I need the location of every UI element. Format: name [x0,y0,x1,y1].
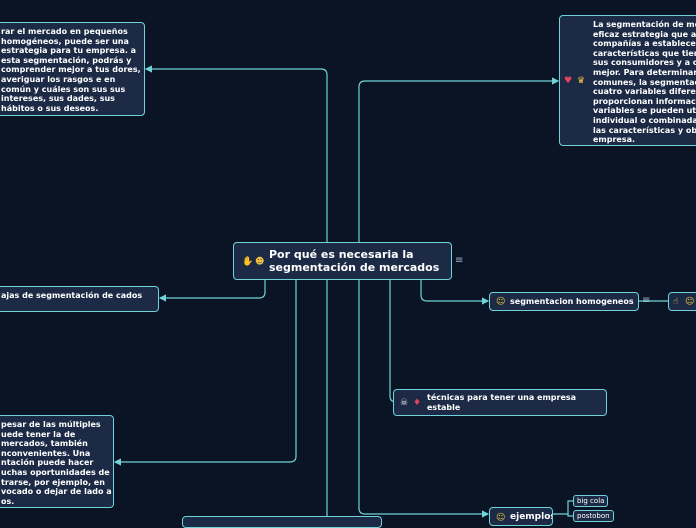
laughing-icon: ☺ [496,513,506,523]
node-tecnicas-text: técnicas para tener una empresa estable [427,393,577,412]
node-ejemplos[interactable]: ☺ ejemplos [489,507,553,526]
node-segmentacion-estrategia[interactable]: ♥ ♛ La segmentación de me eficaz estrate… [559,15,696,146]
node-definicion-text: rar el mercado en pequeños homogéneos, p… [1,27,141,113]
node-ventajas[interactable]: ajas de segmentación de cados [0,286,159,312]
link-top-left [144,65,328,243]
trophy-icon: ♛ [577,76,586,86]
node-segmentacion-homogeneos-text: segmentacion homogeneos [510,297,634,306]
person-icon: ☻ [255,257,265,267]
node-segmentacion-estrategia-text: La segmentación de me eficaz estrategia … [593,20,696,145]
grin-icon: ☺ [685,297,695,307]
menu-icon[interactable]: ≡ [455,255,464,266]
link-desventajas [113,280,297,466]
link-tag-postobon [567,514,573,517]
link-top-right [358,77,560,243]
node-bottom[interactable] [182,516,382,528]
node-segmentacion-child[interactable]: ☝ ☺ [668,292,696,311]
node-desventajas-text: pesar de las múltiples uede tener la de … [1,420,112,506]
central-title: Por qué es necesaria la segmentación de … [269,248,440,274]
tag-big-cola[interactable]: big cola [573,495,609,507]
node-menu-icon[interactable]: ≡ [642,295,651,306]
link-ejemplos [358,280,490,518]
link-tecnicas [389,280,397,403]
link-ventajas [158,280,266,302]
heart-icon: ♥ [564,76,573,86]
node-segmentacion-homogeneos[interactable]: ☺ segmentacion homogeneos [489,292,639,311]
smile-icon: ☺ [496,297,506,307]
thumbs-up-icon: ☝ [673,297,679,307]
tag-postobon[interactable]: postobon [573,510,614,522]
link-tag-big-cola [553,500,573,515]
hand-wave-icon: ✋ [242,257,254,267]
node-ejemplos-text: ejemplos [510,512,553,522]
skull-icon: ☠ [400,398,409,408]
devil-icon: ♦ [413,398,422,408]
node-definicion[interactable]: rar el mercado en pequeños homogéneos, p… [0,22,145,116]
node-central[interactable]: ✋ ☻ Por qué es necesaria la segmentación… [233,242,452,280]
link-segmentacion [420,280,490,305]
node-ventajas-text: ajas de segmentación de cados [1,291,143,300]
node-tecnicas[interactable]: ☠ ♦ técnicas para tener una empresa esta… [393,389,607,416]
node-desventajas[interactable]: pesar de las múltiples uede tener la de … [0,415,114,508]
